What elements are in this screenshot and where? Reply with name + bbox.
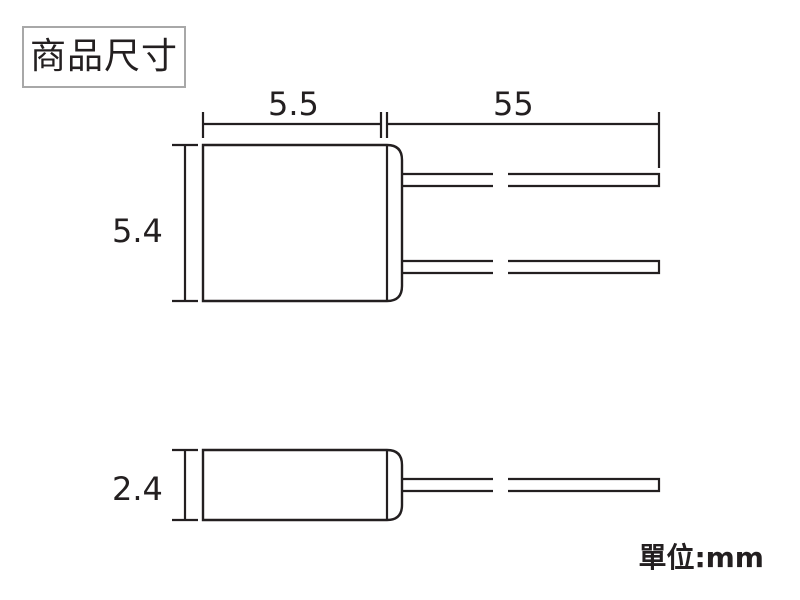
lead-lower xyxy=(402,259,661,275)
component-front-view xyxy=(201,143,661,303)
component-side-view xyxy=(201,448,661,522)
label-body-height: 5.4 xyxy=(112,212,163,250)
title: 商品尺寸 xyxy=(29,36,178,77)
label-lead-length: 55 xyxy=(493,85,534,123)
dimension-line-body-height xyxy=(172,143,198,303)
lead-side xyxy=(402,477,661,493)
lead-upper xyxy=(402,172,661,188)
dimension-line-lead-length xyxy=(385,112,661,168)
label-body-thickness: 2.4 xyxy=(112,470,163,508)
dimension-line-body-width xyxy=(201,112,383,138)
label-body-width: 5.5 xyxy=(268,85,319,123)
dimension-line-body-thickness xyxy=(172,448,198,522)
unit-label: 單位:mm xyxy=(638,541,764,574)
title-box: 商品尺寸 xyxy=(22,26,186,88)
